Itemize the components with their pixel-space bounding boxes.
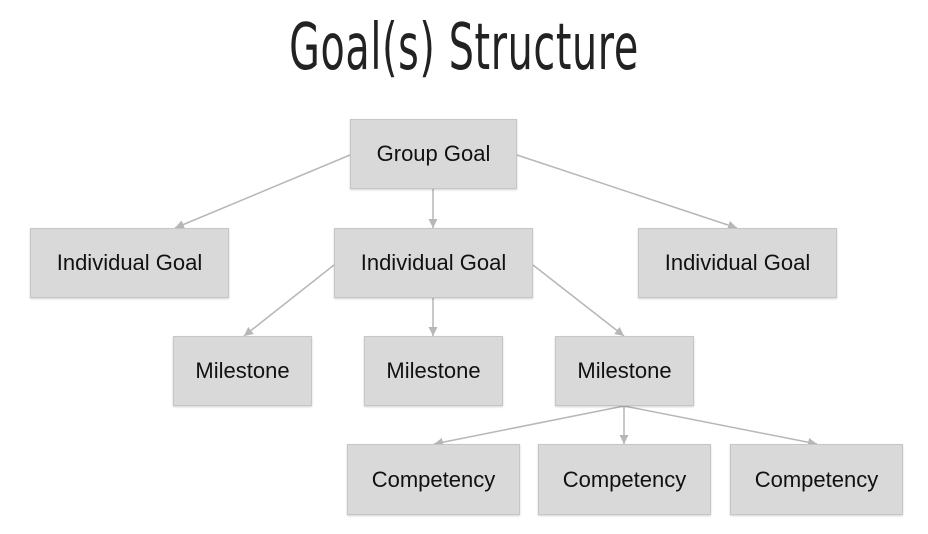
milestone-label: Milestone (386, 358, 481, 383)
group-goal-label: Group Goal (376, 141, 491, 166)
diagram-title: Goal(s) Structure (289, 11, 639, 85)
milestone-label: Milestone (195, 358, 290, 383)
individual-goal-node-3: Individual Goal (638, 228, 837, 298)
individual-goal-label: Individual Goal (56, 250, 203, 275)
individual-goal-label: Individual Goal (360, 250, 507, 275)
competency-node-2: Competency (538, 444, 711, 515)
competency-label: Competency (562, 466, 687, 492)
milestone-node-2: Milestone (364, 336, 503, 406)
milestone-node-3: Milestone (555, 336, 694, 406)
competency-label: Competency (754, 466, 879, 492)
connector-arrow-milestone-3-to-competency-3 (623, 405, 818, 447)
connector-arrow-group-goal-to-individual-goal-1 (174, 154, 351, 229)
individual-goal-node-2: Individual Goal (334, 228, 533, 298)
milestone-node-1: Milestone (173, 336, 312, 406)
connector-arrow-individual-goal-2-to-milestone-3 (532, 264, 625, 337)
individual-goal-label: Individual Goal (664, 250, 811, 275)
milestone-label: Milestone (577, 358, 672, 383)
competency-label: Competency (371, 466, 496, 492)
connector-arrow-individual-goal-2-to-milestone-1 (243, 264, 335, 337)
connector-arrow-milestone-3-to-competency-1 (433, 405, 625, 447)
competency-node-1: Competency (347, 444, 520, 515)
individual-goal-node-1: Individual Goal (30, 228, 229, 298)
connector-arrow-group-goal-to-individual-goal-3 (516, 154, 738, 230)
group-goal-node: Group Goal (350, 119, 517, 189)
competency-node-3: Competency (730, 444, 903, 515)
